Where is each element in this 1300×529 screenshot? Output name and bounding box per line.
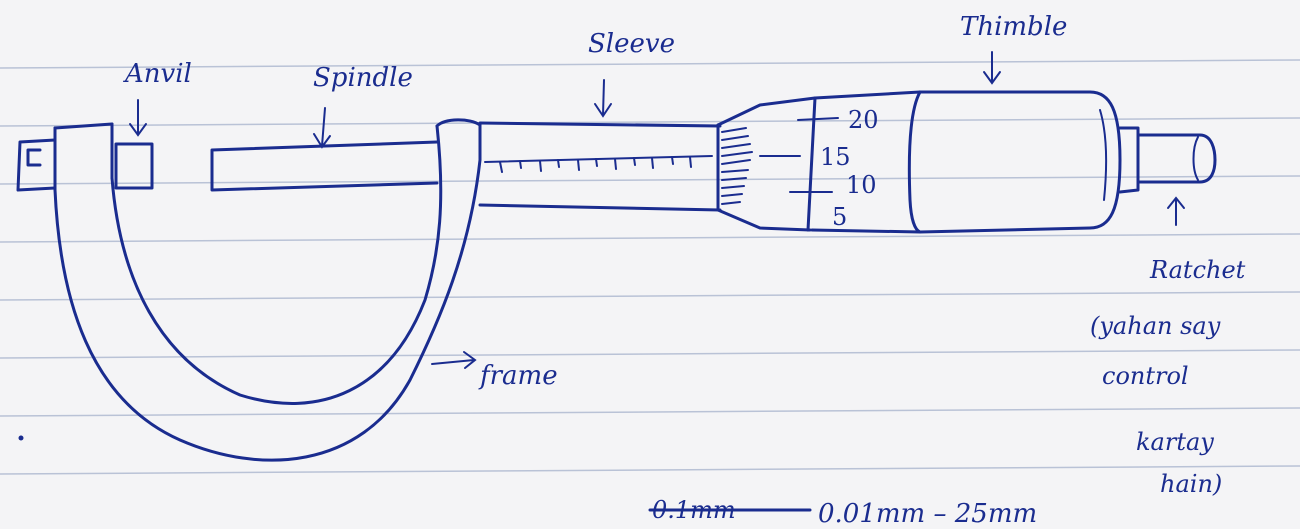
spindle-part <box>212 142 437 190</box>
frame-body <box>55 120 480 460</box>
thimble-inner-edge <box>909 92 920 232</box>
thimble-scale-5: 5 <box>832 203 847 231</box>
spindle-label: Spindle <box>313 63 413 93</box>
frame-arrow-icon <box>432 352 475 368</box>
sleeve-label: Sleeve <box>588 29 675 59</box>
sleeve-part <box>480 123 720 210</box>
range-label: 0.01mm – 25mm <box>818 499 1037 529</box>
frame-end-detail <box>18 140 55 190</box>
stray-dot <box>19 436 24 441</box>
thimble-arrow-icon <box>984 52 1000 83</box>
thimble-bevel <box>718 98 815 230</box>
ratchet-label: Ratchet (yahan say control kartay hain) <box>1090 256 1246 498</box>
anvil-label: Anvil <box>123 59 192 89</box>
ratchet-label-line: control <box>1102 362 1189 390</box>
thimble-scale-15: 15 <box>820 143 851 171</box>
frame-label: frame <box>478 361 558 391</box>
anvil-part <box>116 144 152 188</box>
ratchet-label-line: (yahan say <box>1090 312 1221 340</box>
ratchet-part <box>1120 128 1215 192</box>
sleeve-arrow-icon <box>595 80 611 116</box>
thimble-scale-10: 10 <box>846 171 877 199</box>
thimble-label: Thimble <box>960 12 1067 42</box>
ratchet-arrow-icon <box>1168 198 1184 225</box>
ratchet-label-line: hain) <box>1160 470 1222 498</box>
thimble-scale-20: 20 <box>848 106 879 134</box>
anvil-arrow-icon <box>130 100 146 135</box>
spindle-arrow-icon <box>314 108 330 147</box>
ratchet-label-line: kartay <box>1136 428 1214 456</box>
ratchet-label-line: Ratchet <box>1149 256 1246 284</box>
